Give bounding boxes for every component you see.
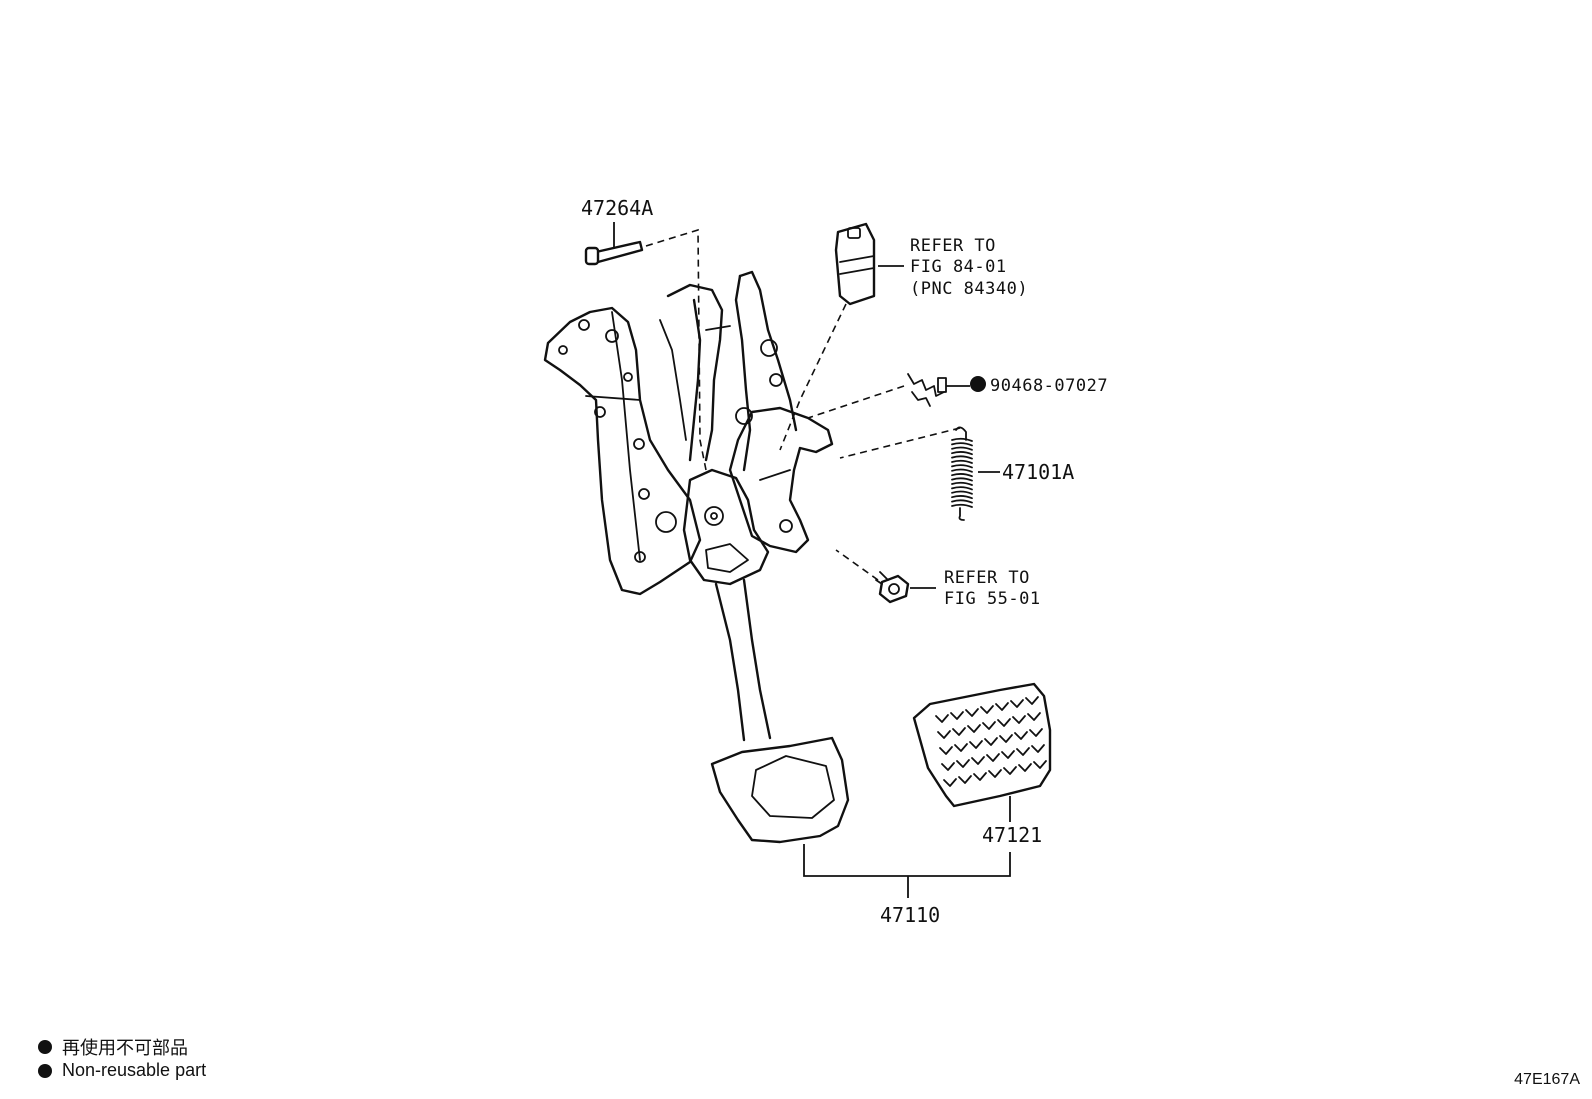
return-spring	[951, 426, 973, 521]
brake-pedal-arm	[714, 578, 772, 742]
non-reusable-marker	[970, 376, 986, 392]
legend-en: Non-reusable part	[38, 1060, 206, 1081]
legend-dot-icon	[38, 1040, 52, 1054]
label-47101A: 47101A	[1002, 460, 1074, 484]
pedal-pad-texture	[935, 696, 1047, 787]
legend-jp-text: 再使用不可部品	[62, 1038, 188, 1058]
legend-jp: 再使用不可部品	[38, 1034, 188, 1060]
label-90468-07027: 90468-07027	[990, 376, 1108, 396]
pedal-pad-rubber	[912, 682, 1052, 808]
dashed-leaders	[645, 228, 961, 581]
pedal-linkage-arms	[659, 270, 834, 554]
label-stoplamp-ref-line1: REFER TO	[910, 236, 996, 256]
label-47121: 47121	[982, 823, 1042, 847]
label-47110: 47110	[880, 903, 940, 927]
legend-en-text: Non-reusable part	[62, 1060, 207, 1080]
solid-leaders	[613, 222, 1011, 898]
label-bolt-ref-line2: FIG 55-01	[944, 589, 1041, 609]
pedal-support-bracket	[543, 306, 702, 596]
label-47264A: 47264A	[581, 196, 653, 220]
figure-code: 47E167A	[1514, 1071, 1580, 1088]
pedal-pin	[584, 240, 644, 266]
label-bolt-ref-line1: REFER TO	[944, 568, 1030, 588]
label-stoplamp-ref-line2: FIG 84-01	[910, 257, 1007, 277]
bolt	[875, 571, 910, 604]
pedal-lever-foot	[710, 736, 850, 844]
pedal-pivot-boss	[682, 468, 770, 586]
stop-lamp-switch	[834, 222, 876, 306]
label-stoplamp-ref-line3: (PNC 84340)	[910, 279, 1028, 299]
clip	[907, 373, 947, 407]
legend-dot-icon	[38, 1063, 52, 1078]
